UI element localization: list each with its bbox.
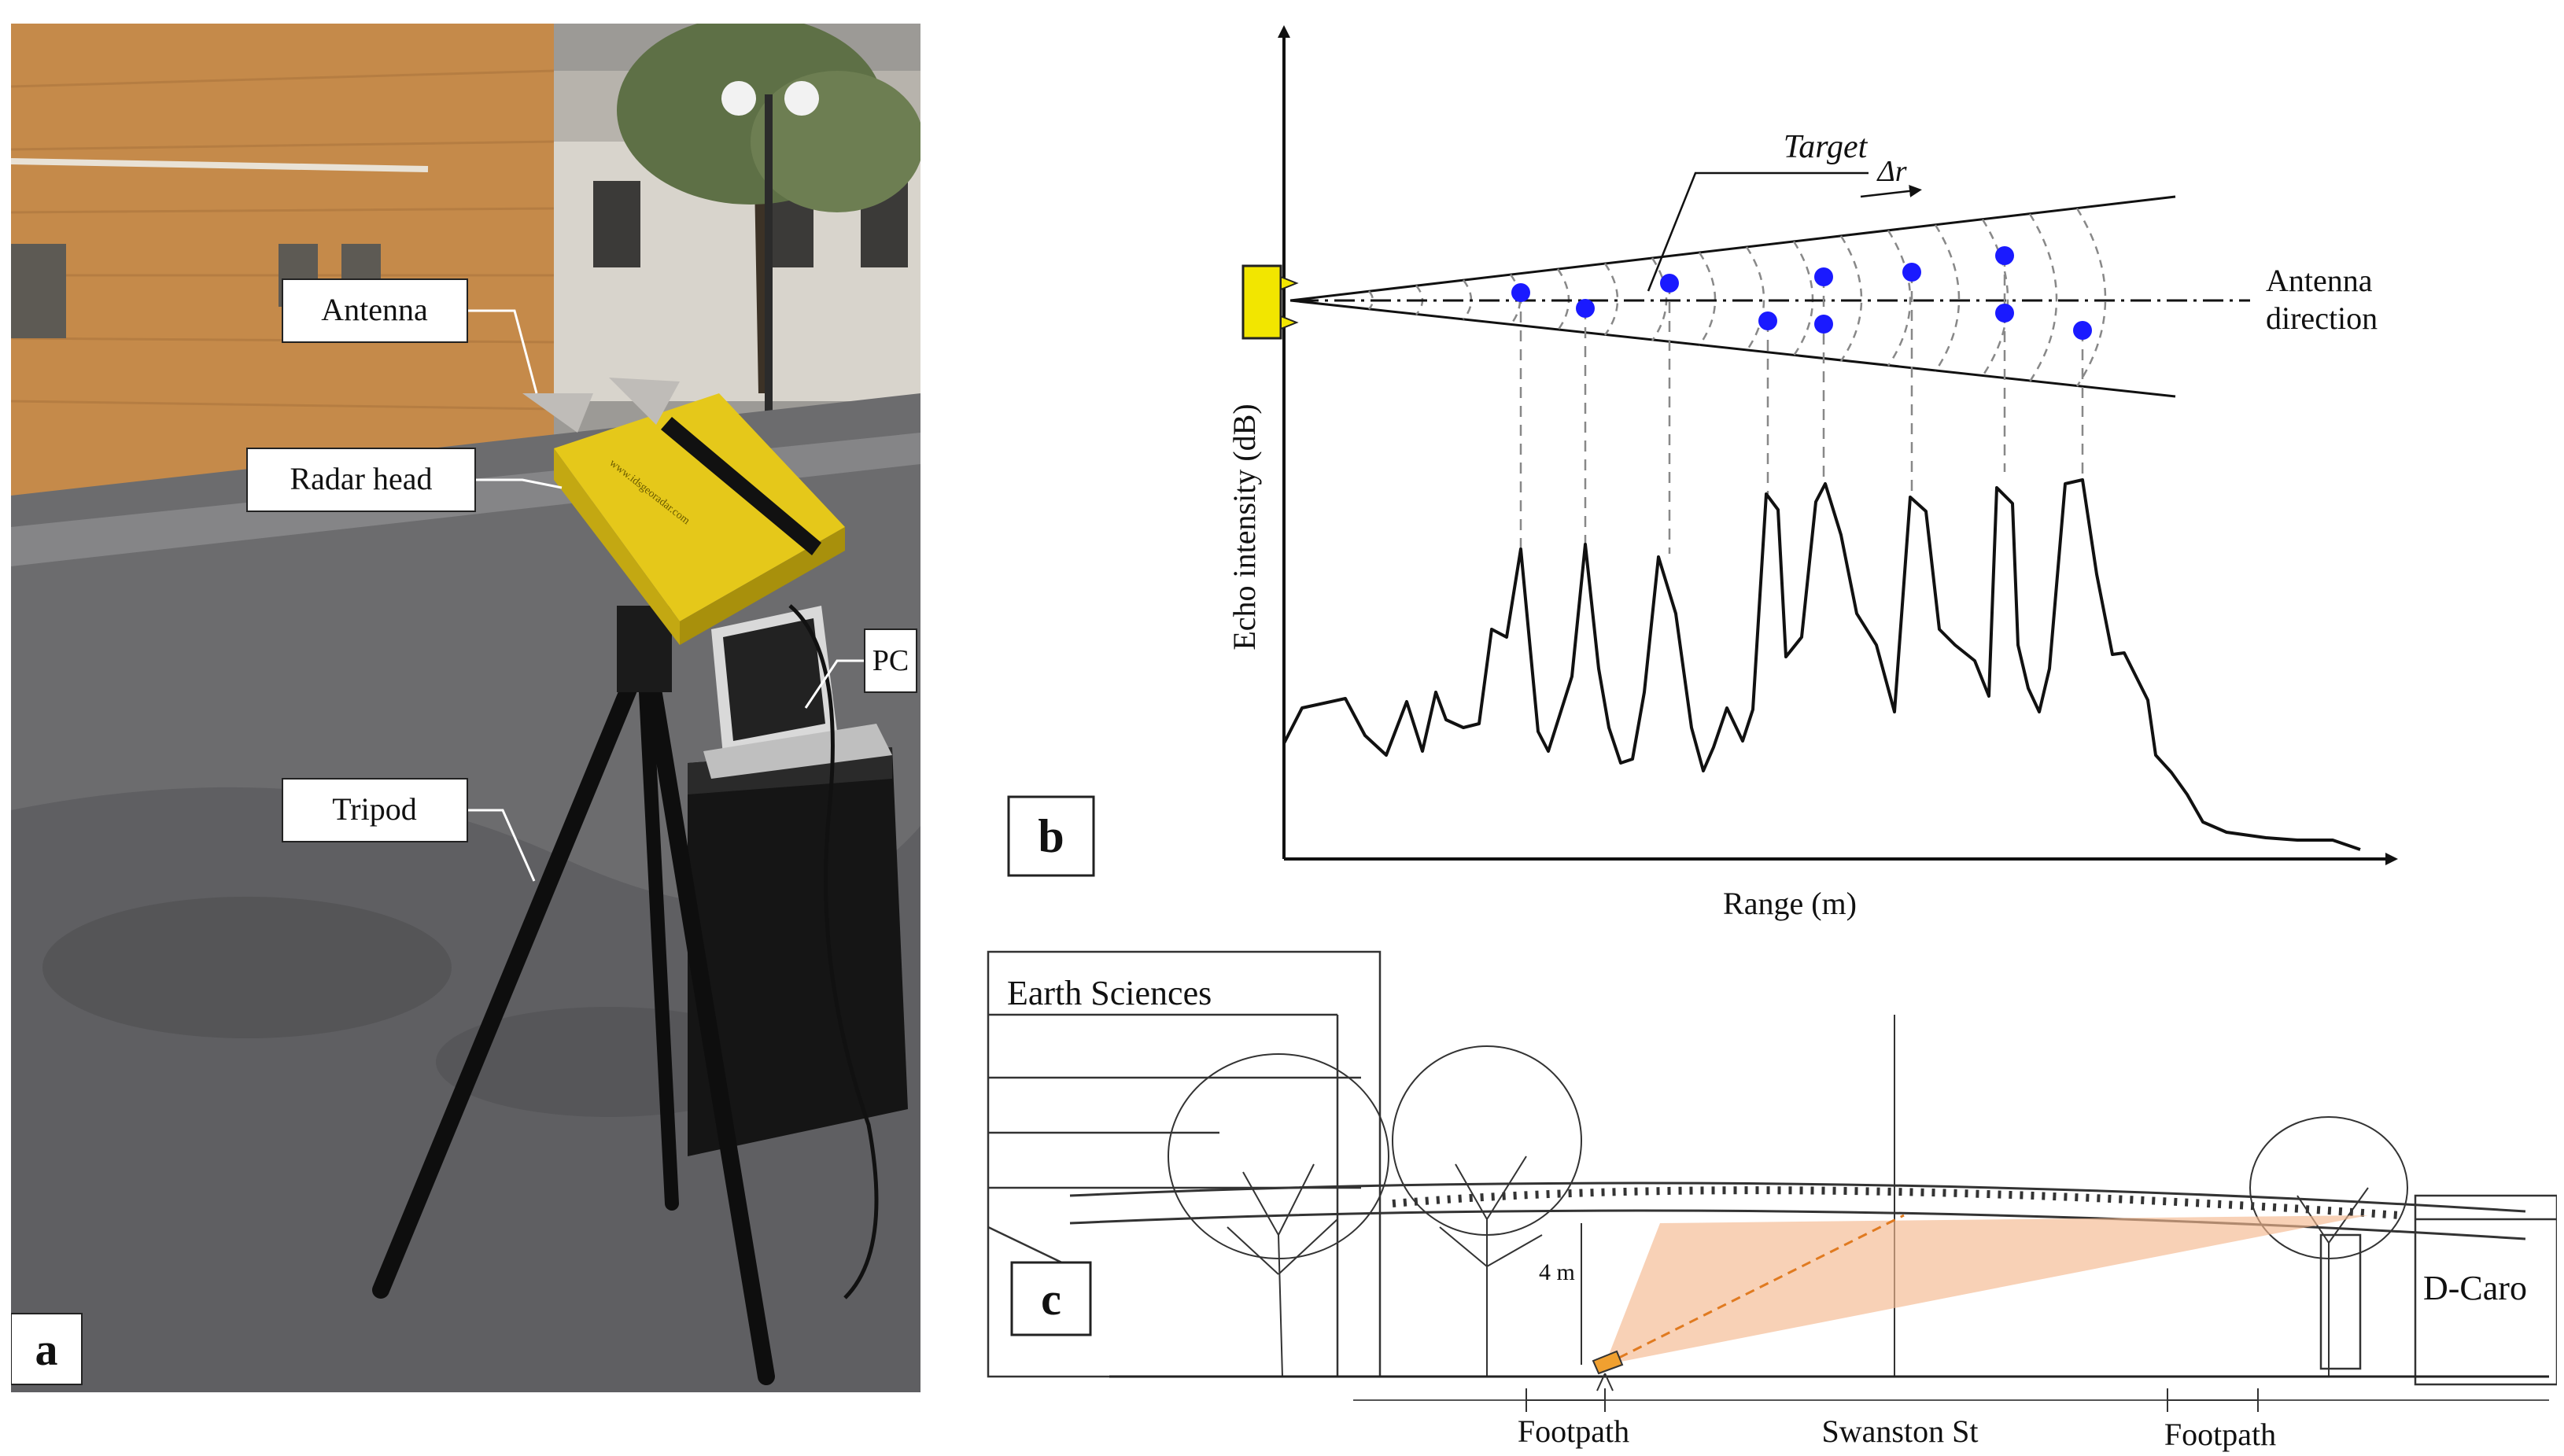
- d-caro-label: D-Caro: [2423, 1269, 2527, 1307]
- range-cells: [1368, 208, 2107, 387]
- svg-text:c: c: [1041, 1274, 1061, 1325]
- delta-r-arrow: [1860, 184, 1922, 198]
- antenna-direction-line2: direction: [2266, 300, 2378, 336]
- panel-letter-a: a: [11, 1313, 83, 1385]
- radar-beam: [1605, 1215, 2368, 1365]
- svg-text:Radar head: Radar head: [290, 461, 432, 496]
- svg-text:PC: PC: [872, 644, 909, 677]
- tree-drawings: [1168, 1045, 2408, 1377]
- panel-b-echo-diagram: Δr Target Antenna direction Echo intensi…: [991, 16, 2557, 928]
- svg-text:Antenna: Antenna: [321, 292, 428, 327]
- target-dot: [1902, 263, 1921, 282]
- antenna-direction-line1: Antenna: [2266, 263, 2373, 298]
- earth-sciences-label: Earth Sciences: [1007, 974, 1212, 1012]
- height-label: 4 m: [1539, 1259, 1575, 1285]
- svg-text:b: b: [1038, 810, 1064, 862]
- target-dot: [1660, 274, 1679, 293]
- panel-letter-b: b: [1007, 795, 1095, 877]
- d-caro-building: [2319, 1194, 2557, 1386]
- echo-profile-line: [1282, 478, 2361, 851]
- svg-text:Tripod: Tripod: [332, 791, 416, 827]
- radar-device-icon: [1592, 1350, 1624, 1391]
- callout-antenna: Antenna: [282, 278, 468, 343]
- callout-radar-head: Radar head: [246, 448, 476, 512]
- x-axis-label: Range (m): [1723, 886, 1857, 921]
- target-dot: [2073, 321, 2092, 340]
- target-dot: [1758, 311, 1777, 330]
- footpath-right-label: Footpath: [2164, 1417, 2276, 1452]
- target-dot: [1511, 283, 1530, 302]
- radar-setup-photo: www.idsgeoradar.com Antenna Radar head P…: [11, 24, 920, 1392]
- target-dot: [1814, 267, 1833, 286]
- callout-pc: PC: [864, 628, 917, 693]
- target-pointer: [1647, 171, 1869, 292]
- site-section-svg: Earth Sciences D-Caro 4 m: [987, 950, 2557, 1452]
- echo-diagram-svg: Δr Target Antenna direction Echo intensi…: [1007, 25, 2398, 921]
- drop-lines: [1519, 256, 2084, 554]
- footpath-left-label: Footpath: [1518, 1414, 1629, 1449]
- target-dot: [1576, 299, 1595, 318]
- callout-tripod: Tripod: [282, 778, 468, 842]
- svg-text:a: a: [35, 1324, 58, 1375]
- panel-a-photo: www.idsgeoradar.com Antenna Radar head P…: [11, 24, 920, 1392]
- panel-c-site-section: Earth Sciences D-Caro 4 m: [983, 936, 2557, 1455]
- delta-r-label: Δr: [1876, 155, 1906, 188]
- target-dot: [1814, 315, 1833, 334]
- swanston-street-label: Swanston St: [1822, 1414, 1979, 1449]
- y-axis-label: Echo intensity (dB): [1227, 404, 1262, 650]
- antenna-icon: [1241, 264, 1282, 340]
- target-dot: [1995, 246, 2014, 265]
- beam-centerline: [1604, 1214, 1905, 1366]
- targets: [1511, 246, 2092, 340]
- target-dot: [1995, 304, 2014, 323]
- target-label: Target: [1784, 129, 1869, 165]
- beam-cone: [1289, 195, 2176, 398]
- panel-letter-c: c: [1010, 1261, 1092, 1336]
